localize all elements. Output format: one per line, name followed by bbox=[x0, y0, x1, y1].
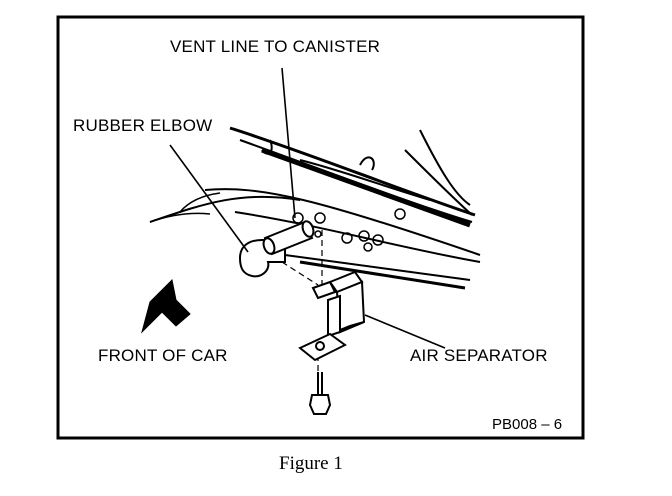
label-vent-line: VENT LINE TO CANISTER bbox=[170, 37, 381, 56]
label-front-of-car: FRONT OF CAR bbox=[98, 346, 228, 365]
rubber-elbow-part bbox=[238, 220, 315, 278]
part-code: PB008 – 6 bbox=[492, 416, 563, 433]
alignment-lines bbox=[281, 230, 323, 390]
air-separator-part bbox=[298, 270, 366, 362]
label-air-separator: AIR SEPARATOR bbox=[410, 346, 548, 365]
lower-rail bbox=[149, 188, 481, 290]
figure-frame bbox=[56, 15, 585, 440]
body-panel bbox=[229, 126, 476, 228]
front-of-car-arrow-icon bbox=[141, 278, 191, 334]
label-rubber-elbow: RUBBER ELBOW bbox=[73, 116, 213, 135]
figure-caption: Figure 1 bbox=[279, 453, 343, 474]
leader-lines bbox=[169, 67, 446, 349]
bolt-part bbox=[308, 372, 332, 415]
